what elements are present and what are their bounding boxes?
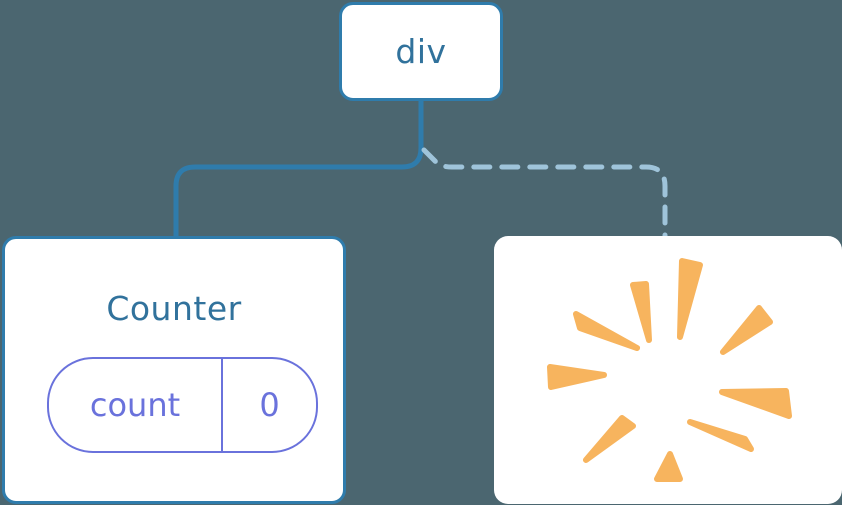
sparkle-ray-lower-right	[687, 419, 754, 452]
node-div-label: div	[395, 32, 447, 71]
sparkle-ray-left	[547, 364, 607, 390]
sparkle-ray-bottom	[654, 451, 683, 482]
sparkle-ray-upper-right	[720, 305, 773, 355]
state-pill-divider	[221, 359, 223, 451]
state-pill[interactable]: count 0	[47, 357, 318, 453]
sparkle-ray-left-upper	[573, 311, 640, 351]
sparkle-ray-top	[677, 258, 703, 340]
node-div[interactable]: div	[339, 2, 503, 101]
node-counter-label: Counter	[106, 289, 242, 328]
sparkle-icon	[547, 258, 792, 482]
node-counter[interactable]: Counter count 0	[2, 236, 346, 504]
sparkle-ray-upper-left-short	[630, 281, 652, 343]
state-value: 0	[259, 386, 280, 424]
state-key: count	[89, 386, 181, 424]
edge-div-to-sparkle	[421, 147, 668, 241]
edge-div-to-counter	[173, 97, 424, 241]
node-sparkle[interactable]	[494, 236, 842, 504]
sparkle-ray-right	[719, 388, 792, 419]
sparkle-ray-lower-left	[583, 415, 636, 463]
